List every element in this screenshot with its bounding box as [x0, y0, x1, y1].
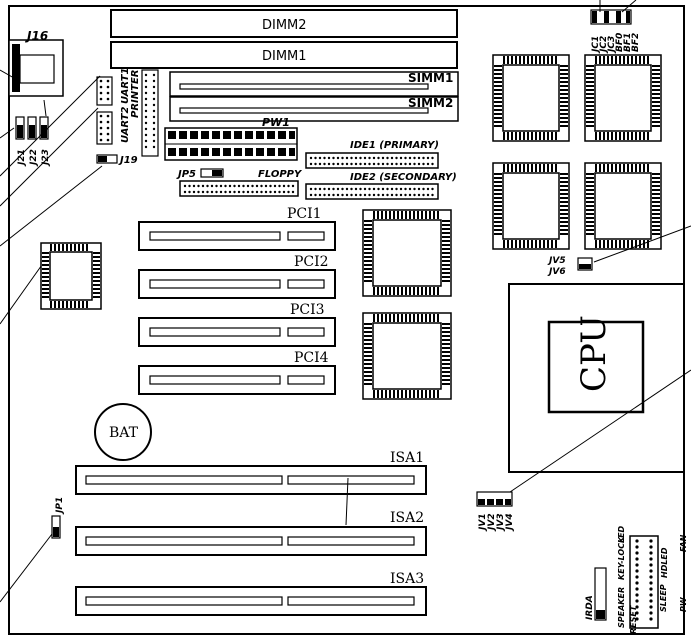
ide1-header: IDE1 (PRIMARY) [305, 140, 439, 169]
reset-label: RESET [629, 605, 638, 634]
dimm2-label: DIMM2 [262, 18, 307, 33]
simm2-label: SIMM2 [408, 96, 453, 110]
pw1-power-connector: PW1 [164, 116, 298, 161]
jv2-label: JV2 [487, 513, 497, 532]
floppy-header: FLOPPY [179, 169, 303, 197]
pci1-label: PCI1 [287, 206, 322, 222]
jv3-label: JV3 [496, 513, 506, 532]
simm1-slot: SIMM1 [169, 71, 459, 97]
pci3-label: PCI3 [290, 302, 325, 318]
jv4-label: JV4 [505, 513, 515, 532]
printer-header: PRINTER [130, 69, 159, 157]
jp1-jumper: JP1 [51, 497, 65, 539]
pci2-label: PCI2 [294, 254, 329, 270]
jp5-label: JP5 [176, 169, 196, 180]
j22-label: J22 [29, 149, 39, 167]
chipset-north [362, 209, 452, 297]
battery: BAT [94, 403, 152, 461]
pci2-slot: PCI2 [138, 254, 336, 299]
jv1-jv4-jumpers: JV1 JV2 JV3 JV4 [476, 491, 515, 532]
sleep-label: SLEEP [659, 584, 668, 612]
isa3-slot: ISA3 [75, 571, 427, 616]
cpu-label: CPU [574, 315, 614, 392]
dimm1-slot: DIMM1 [110, 41, 458, 69]
jc-bf-jumpers: JC1 JC2 JC3 BF0 BF1 BF2 [590, 9, 641, 54]
uart2-label: UART2 [120, 107, 131, 143]
uart1-header: UART1 [96, 68, 131, 106]
key-lock-label: KEY-LOCK [617, 536, 626, 580]
isa2-slot: ISA2 [75, 510, 427, 556]
cache-chip-4 [584, 162, 662, 250]
fan-label: FAN [679, 534, 688, 552]
hdled-label: HDLED [660, 547, 669, 578]
chipset-south [362, 312, 452, 400]
ide2-label: IDE2 (SECONDARY) [350, 172, 457, 183]
j19-jumper: J19 [96, 154, 138, 166]
irda-header: IRDA [585, 567, 607, 621]
uart2-header: UART2 [96, 107, 131, 145]
led-label: LED [617, 525, 626, 543]
simm2-slot: SIMM2 [169, 96, 459, 122]
jp1-label: JP1 [55, 497, 65, 515]
isa3-label: ISA3 [390, 571, 424, 587]
jv5-jv6-jumpers: JV5 JV6 [547, 256, 593, 277]
pci3-slot: PCI3 [138, 302, 336, 347]
simm1-label: SIMM1 [408, 71, 453, 85]
dimm1-label: DIMM1 [262, 49, 307, 64]
cpu-socket: CPU [508, 283, 685, 473]
pci1-slot: PCI1 [138, 206, 336, 251]
floppy-label: FLOPPY [258, 169, 303, 180]
pci4-label: PCI4 [294, 350, 329, 366]
jv1-label: JV1 [478, 513, 488, 532]
pci4-slot: PCI4 [138, 350, 336, 395]
bf2-label: BF2 [631, 33, 641, 52]
isa1-label: ISA1 [390, 450, 424, 466]
j16-connector: J16 [8, 29, 64, 97]
bf1-label: BF1 [623, 33, 633, 52]
jc1-label: JC1 [591, 36, 601, 54]
pw1-label: PW1 [262, 116, 290, 129]
irda-label: IRDA [585, 595, 595, 620]
ide2-header: IDE2 (SECONDARY) [305, 172, 457, 200]
bat-label: BAT [109, 425, 139, 441]
printer-label: PRINTER [130, 70, 141, 118]
j19-label: J19 [118, 155, 138, 166]
bf0-label: BF0 [615, 33, 625, 52]
ide1-label: IDE1 (PRIMARY) [350, 140, 439, 151]
dimm2-slot: DIMM2 [110, 9, 458, 38]
jv6-label: JV6 [547, 267, 566, 277]
j21-label: J21 [17, 149, 27, 167]
jc2-label: JC2 [599, 36, 609, 54]
jp5-jumper: JP5 [176, 168, 224, 180]
pw-label: PW [679, 596, 688, 612]
io-controller-chip [40, 242, 102, 310]
speaker-label: SPEAKER [617, 587, 626, 628]
isa2-label: ISA2 [390, 510, 424, 526]
uart1-label: UART1 [120, 68, 131, 104]
cache-chip-3 [492, 162, 570, 250]
cache-chip-1 [492, 54, 570, 142]
front-panel-header: SPEAKER KEY-LOCK LED RESET SLEEP HDLED P… [617, 525, 688, 634]
j23-label: J23 [41, 149, 51, 167]
jc3-label: JC3 [607, 36, 617, 54]
cache-chip-2 [584, 54, 662, 142]
isa1-slot: ISA1 [75, 450, 427, 495]
j16-label: J16 [25, 29, 48, 43]
jv5-label: JV5 [547, 256, 566, 266]
